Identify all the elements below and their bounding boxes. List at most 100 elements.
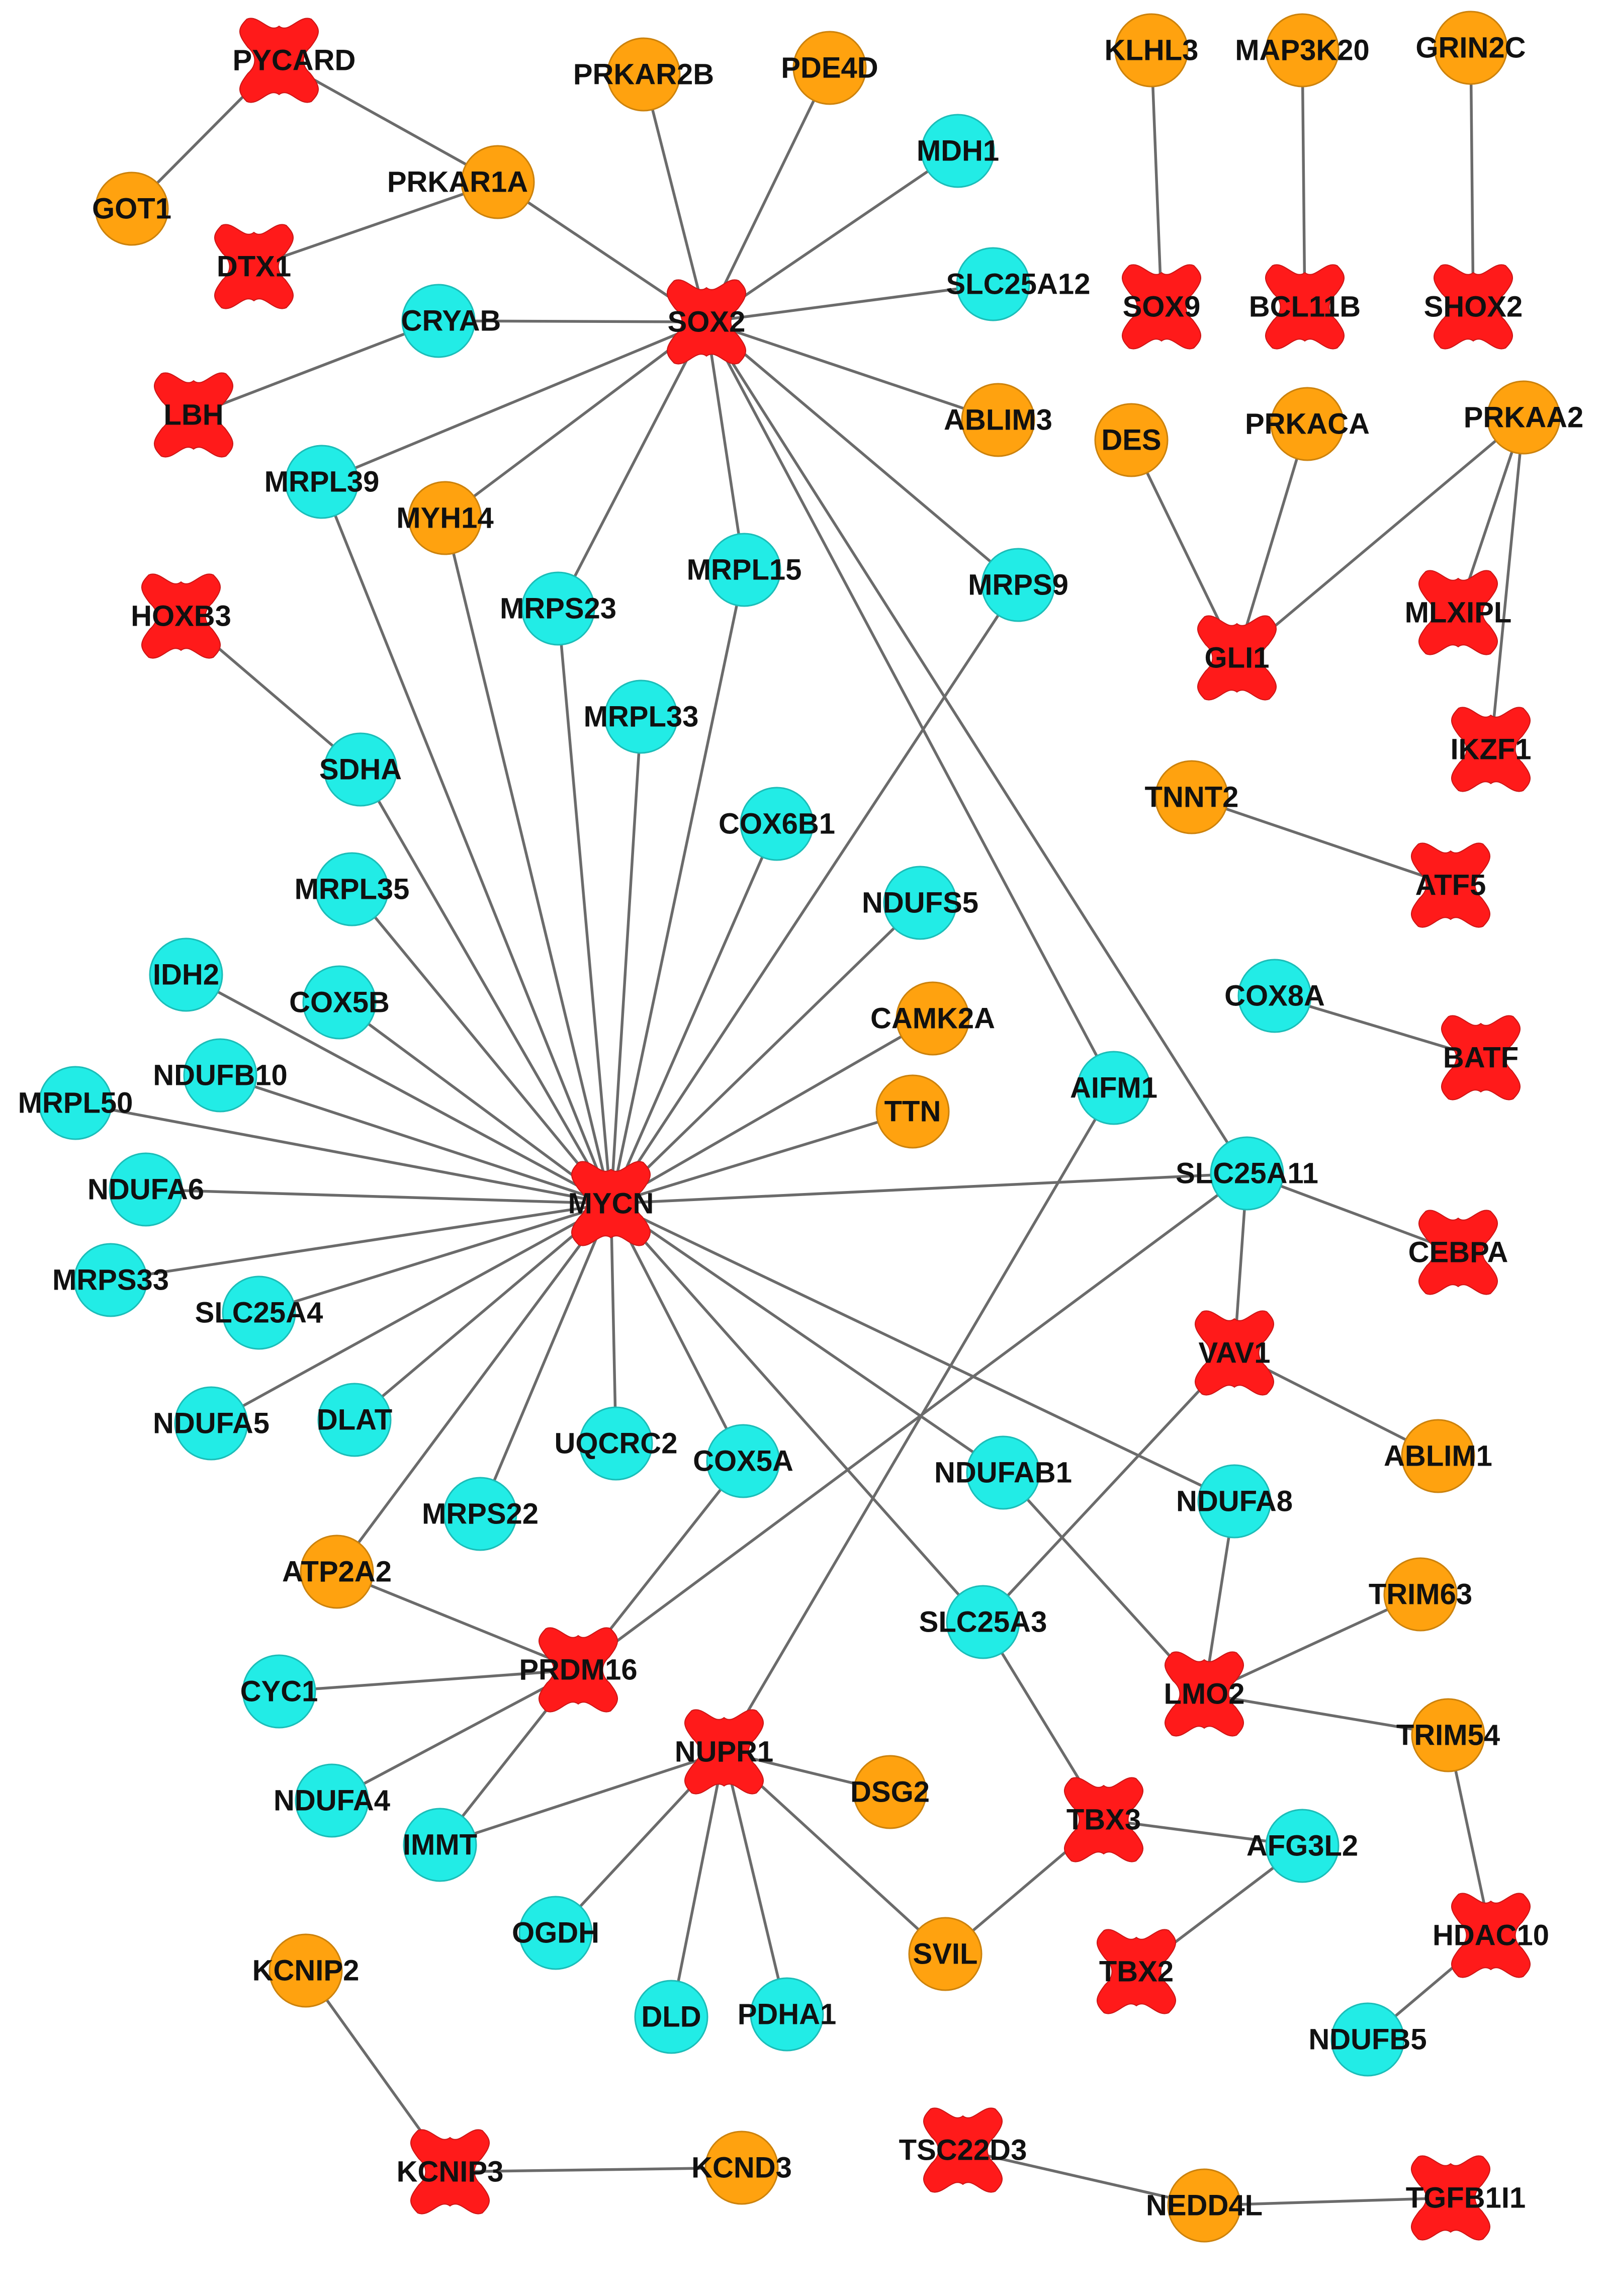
node-mrps9: MRPS9 bbox=[968, 548, 1068, 622]
edge-lmo2-trim63 bbox=[1203, 1593, 1421, 1695]
node-shape-ndufab1 bbox=[966, 1435, 1040, 1510]
node-label-cebpa: CEBPA bbox=[1408, 1236, 1508, 1269]
node-shape-mrps23 bbox=[521, 571, 595, 646]
node-shape-cox5b bbox=[302, 965, 377, 1040]
node-shape-batf bbox=[1441, 1015, 1521, 1100]
node-dlat: DLAT bbox=[317, 1383, 392, 1457]
node-label-slc25a4: SLC25A4 bbox=[195, 1297, 323, 1329]
node-label-hdac10: HDAC10 bbox=[1433, 1919, 1549, 1952]
edge-sox2-mrpl15 bbox=[705, 321, 746, 570]
node-label-ndufa8: NDUFA8 bbox=[1176, 1485, 1293, 1518]
node-des: DES bbox=[1094, 403, 1169, 477]
edge-cryab-lbh bbox=[193, 319, 439, 416]
node-ndufa4: NDUFA4 bbox=[274, 1763, 390, 1838]
node-label-hoxb3: HOXB3 bbox=[131, 600, 231, 633]
node-mrpl33: MRPL33 bbox=[584, 679, 698, 754]
node-lbh: LBH bbox=[154, 372, 233, 458]
node-label-dlat: DLAT bbox=[317, 1404, 392, 1436]
node-shape-ablim1 bbox=[1401, 1419, 1475, 1493]
edge-sox2-slc25a11 bbox=[705, 321, 1248, 1174]
node-label-mycn: MYCN bbox=[568, 1187, 654, 1220]
node-label-cyc1: CYC1 bbox=[240, 1675, 318, 1708]
node-label-des: DES bbox=[1101, 424, 1161, 457]
node-shape-ablim3 bbox=[961, 383, 1035, 457]
node-label-prkaa2: PRKAA2 bbox=[1464, 401, 1584, 434]
node-mrps33: MRPS33 bbox=[52, 1243, 169, 1317]
node-label-grin2c: GRIN2C bbox=[1415, 32, 1526, 64]
node-shape-shox2 bbox=[1434, 264, 1513, 350]
node-cox5b: COX5B bbox=[289, 965, 390, 1040]
node-uqcrc2: UQCRC2 bbox=[555, 1406, 677, 1481]
node-label-mlxipl: MLXIPL bbox=[1405, 597, 1512, 629]
node-shape-kcnip3 bbox=[410, 2129, 490, 2215]
node-shape-bcl11b bbox=[1265, 264, 1345, 350]
edge-mycn-atp2a2 bbox=[335, 1203, 612, 1573]
edge-prkaca-gli1 bbox=[1235, 423, 1309, 658]
node-shape-ndufa5 bbox=[174, 1386, 248, 1461]
node-shape-ttn bbox=[875, 1074, 950, 1149]
node-shape-mlxipl bbox=[1418, 570, 1498, 655]
edge-aifm1-nupr1 bbox=[723, 1087, 1115, 1753]
node-label-mrps22: MRPS22 bbox=[422, 1498, 539, 1530]
node-label-svil: SVIL bbox=[913, 1938, 978, 1971]
node-shape-ndufs5 bbox=[883, 866, 957, 940]
node-hoxb3: HOXB3 bbox=[131, 573, 231, 659]
node-tnnt2: TNNT2 bbox=[1145, 760, 1239, 834]
edge-sox2-mdh1 bbox=[705, 149, 959, 323]
edge-mycn-ndufab1 bbox=[610, 1202, 1004, 1474]
node-shape-cyc1 bbox=[242, 1654, 316, 1729]
node-shape-lmo2 bbox=[1165, 1651, 1244, 1737]
edge-sox2-mrps9 bbox=[705, 320, 1019, 586]
edge-mycn-slc25a3 bbox=[609, 1203, 985, 1623]
node-label-ndufa5: NDUFA5 bbox=[153, 1407, 270, 1440]
node-nupr1: NUPR1 bbox=[675, 1709, 773, 1795]
node-kcnip2: KCNIP2 bbox=[252, 1933, 359, 2008]
edge-nupr1-dld bbox=[670, 1751, 726, 2017]
node-shape-atf5 bbox=[1411, 842, 1490, 928]
node-label-got1: GOT1 bbox=[92, 193, 171, 225]
node-dsg2: DSG2 bbox=[850, 1755, 930, 1829]
edge-mycn-cox5a bbox=[609, 1203, 745, 1462]
node-label-ndufs5: NDUFS5 bbox=[862, 887, 978, 919]
node-kcnd3: KCND3 bbox=[691, 2131, 792, 2205]
edge-grin2c-shox2 bbox=[1469, 47, 1475, 307]
node-mrps22: MRPS22 bbox=[422, 1477, 539, 1551]
node-shape-cox6b1 bbox=[740, 787, 814, 861]
node-prkaca: PRKACA bbox=[1245, 387, 1370, 461]
edge-tsc22d3-nedd4l bbox=[962, 2149, 1205, 2207]
node-label-trim63: TRIM63 bbox=[1369, 1578, 1472, 1611]
node-shape-klhl3 bbox=[1114, 13, 1189, 88]
node-mrpl35: MRPL35 bbox=[295, 852, 409, 926]
node-shape-svil bbox=[908, 1917, 983, 1991]
edge-mycn-mrpl35 bbox=[350, 888, 612, 1205]
node-shape-pdha1 bbox=[750, 1977, 824, 2052]
node-label-ogdh: OGDH bbox=[512, 1917, 599, 1949]
node-atp2a2: ATP2A2 bbox=[282, 1535, 392, 1609]
edge-mycn-mrps22 bbox=[479, 1203, 612, 1515]
node-label-tnnt2: TNNT2 bbox=[1145, 781, 1239, 814]
edge-map3k20-bcl11b bbox=[1301, 50, 1306, 307]
node-label-ablim3: ABLIM3 bbox=[944, 404, 1052, 437]
edge-kcnip3-kcnd3 bbox=[450, 2166, 742, 2173]
node-cryab: CRYAB bbox=[401, 284, 501, 358]
node-label-lbh: LBH bbox=[163, 399, 223, 432]
node-shape-trim54 bbox=[1411, 1698, 1485, 1772]
edge-nupr1-immt bbox=[439, 1750, 725, 1846]
node-got1: GOT1 bbox=[92, 172, 171, 246]
node-dtx1: DTX1 bbox=[214, 224, 294, 309]
node-shape-hoxb3 bbox=[141, 573, 221, 659]
node-label-ttn: TTN bbox=[884, 1095, 941, 1128]
node-nedd4l: NEDD4L bbox=[1146, 2168, 1263, 2243]
node-shape-mrpl35 bbox=[315, 852, 389, 926]
edge-mycn-ttn bbox=[610, 1110, 913, 1205]
edge-prdm16-cyc1 bbox=[279, 1668, 579, 1693]
edge-sox2-myh14 bbox=[444, 320, 707, 520]
node-label-mrps33: MRPS33 bbox=[52, 1264, 169, 1297]
node-label-mrpl15: MRPL15 bbox=[687, 554, 802, 586]
edge-prkaa2-gli1 bbox=[1236, 416, 1525, 659]
node-shape-ogdh bbox=[518, 1896, 593, 1970]
node-shape-tsc22d3 bbox=[923, 2107, 1003, 2193]
node-label-slc25a12: SLC25A12 bbox=[946, 268, 1091, 301]
node-cebpa: CEBPA bbox=[1408, 1210, 1508, 1295]
